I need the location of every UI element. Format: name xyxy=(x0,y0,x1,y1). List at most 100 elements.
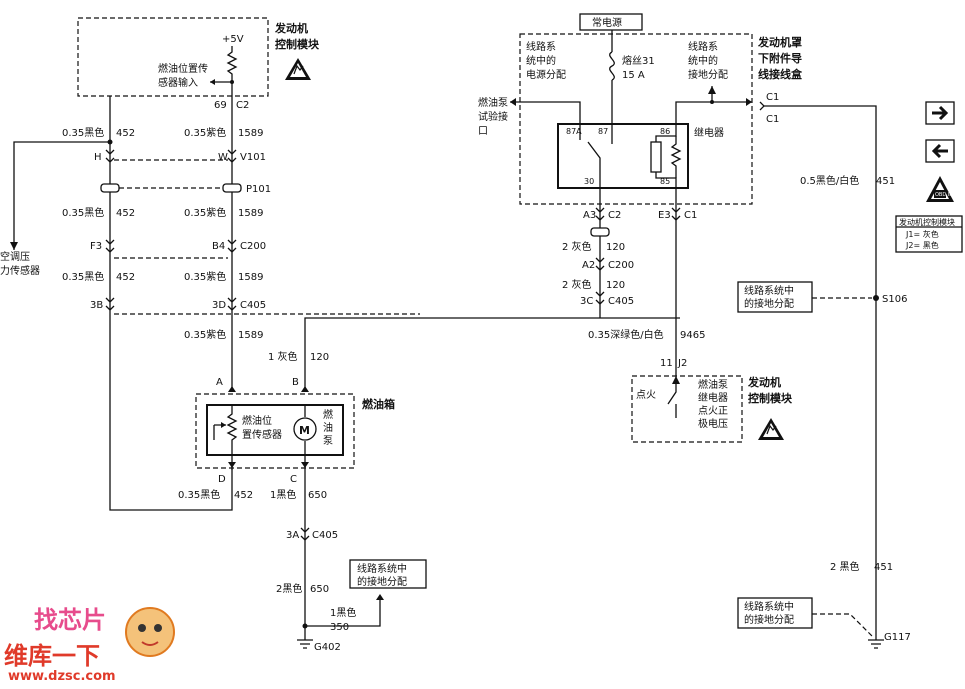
conn-v101: V101 xyxy=(240,152,266,163)
ground-g402-icon xyxy=(297,639,313,649)
ac-sensor-1: 空调压 xyxy=(0,250,30,263)
power-dist-1: 线路系 xyxy=(526,40,556,53)
pump-label-2: 油 xyxy=(323,421,333,434)
legend-j2: J2= 黑色 xyxy=(905,240,939,250)
legend-title: 发动机控制模块 xyxy=(899,217,955,227)
ground-wire-num: 650 xyxy=(310,584,329,595)
ground-note-right-1 xyxy=(737,281,813,313)
prev-page-arrow-icon[interactable] xyxy=(925,139,955,163)
w4-num: 1589 xyxy=(238,208,263,219)
w5-num: 452 xyxy=(116,272,135,283)
sensor-label-2: 置传感器 xyxy=(242,428,282,441)
motor-label: M xyxy=(299,424,310,437)
tank-module xyxy=(206,404,344,456)
site-watermark-logo: 找芯片 维库一下 www.dzsc.com xyxy=(4,606,175,684)
conn-c405-ground: C405 xyxy=(312,530,338,541)
term-30: 30 xyxy=(584,177,594,186)
w2-gauge: 0.35紫色 xyxy=(184,126,226,139)
ac-sensor-2: 力传感器 xyxy=(0,264,40,277)
term-87: 87 xyxy=(598,127,608,136)
power-dist-3: 电源分配 xyxy=(526,68,566,81)
fuel-tank-box xyxy=(195,393,355,469)
ground-g117-icon xyxy=(868,639,884,649)
term-87a: 87A xyxy=(566,127,582,136)
c1-top: C1 xyxy=(766,92,779,103)
mid-w3-gauge: 0.35深绿色/白色 xyxy=(588,328,664,341)
branch-num: 350 xyxy=(330,622,349,633)
ecm-top-box xyxy=(77,17,269,97)
fuel-level-sensor xyxy=(226,405,238,455)
next-page-arrow-icon[interactable] xyxy=(925,101,955,125)
fuse-block-title-3: 线接线盒 xyxy=(758,67,803,81)
conn-j2: J2 xyxy=(677,358,687,369)
ecm-top-title-1: 发动机 xyxy=(274,21,308,35)
power-dist-2: 统中的 xyxy=(526,54,556,67)
right-w1-num: 451 xyxy=(876,176,895,187)
pin-69: 69 xyxy=(214,100,227,111)
ecm-relay-1: 燃油泵 xyxy=(698,378,728,391)
relay-switch xyxy=(587,141,601,176)
pin-3d: 3D xyxy=(212,300,226,311)
pump-motor-icon xyxy=(293,417,317,441)
fuse-name: 熔丝31 xyxy=(622,54,655,67)
pin-a3: A3 xyxy=(583,210,596,221)
ground-note-left xyxy=(349,559,427,589)
pin-3b: 3B xyxy=(90,300,103,311)
legend-j1: J1= 灰色 xyxy=(905,229,939,239)
ecm-driver-switch xyxy=(667,384,677,418)
ground-g117: G117 xyxy=(884,632,911,643)
ground-dist-1: 线路系 xyxy=(688,40,718,53)
term-86: 86 xyxy=(660,127,670,136)
gray-num: 120 xyxy=(310,352,329,363)
ground-note-left-2: 的接地分配 xyxy=(357,575,407,588)
fuse-31-icon xyxy=(609,51,615,81)
w6-num: 1589 xyxy=(238,272,263,283)
fuse-rating: 15 A xyxy=(622,70,645,81)
w1-num: 452 xyxy=(116,128,135,139)
sensor-label-1: 燃油位 xyxy=(242,414,272,427)
battery-power: 常电源 xyxy=(592,16,622,29)
watermark-site-2: www.dzsc.com xyxy=(8,669,116,684)
conn-c200-mid: C200 xyxy=(608,260,634,271)
watermark-site-1: 维库一下 xyxy=(4,642,100,670)
relay-coil-icon xyxy=(650,141,662,173)
ground-note-right-2 xyxy=(737,597,813,629)
relay-label: 继电器 xyxy=(694,126,724,139)
c1-bottom: C1 xyxy=(766,114,779,125)
pin-c: C xyxy=(290,474,297,485)
w4-gauge: 0.35紫色 xyxy=(184,206,226,219)
w2-num: 1589 xyxy=(238,128,263,139)
pump-label-3: 泵 xyxy=(323,435,333,447)
w5-gauge: 0.35黑色 xyxy=(62,270,104,283)
ecm-bottom-title-2: 控制模块 xyxy=(748,391,793,405)
branch-gauge: 1黑色 xyxy=(330,606,356,619)
pin-3a: 3A xyxy=(286,530,299,541)
c-gauge: 1黑色 xyxy=(270,488,296,501)
conn-p101: P101 xyxy=(246,184,271,195)
pin-f3: F3 xyxy=(90,241,102,252)
pump-label-1: 燃 xyxy=(323,408,333,421)
pin-d: D xyxy=(218,474,226,485)
c-num: 650 xyxy=(308,490,327,501)
pin-h: H xyxy=(94,152,102,163)
pin-3c: 3C xyxy=(580,296,593,307)
plus-5v-label: +5V xyxy=(222,34,244,45)
ecm-relay-4: 极电压 xyxy=(698,417,728,430)
w1-gauge: 0.35黑色 xyxy=(62,126,104,139)
ac-sensor-branch xyxy=(13,141,110,250)
sensor-input-2: 感器输入 xyxy=(158,76,198,89)
legend-box xyxy=(895,215,963,253)
conn-c200-left: C200 xyxy=(240,241,266,252)
conn-c2-mid: C2 xyxy=(608,210,621,221)
conn-c405-left: C405 xyxy=(240,300,266,311)
fuel-tank-title: 燃油箱 xyxy=(361,397,395,411)
battery-power-box xyxy=(579,13,643,31)
test-port-3: 口 xyxy=(478,126,488,137)
note1-line2: 的接地分配 xyxy=(744,297,794,310)
wire-120-tank xyxy=(304,317,680,392)
pin-e3: E3 xyxy=(658,210,671,221)
d-num: 452 xyxy=(234,490,253,501)
note2-line2: 的接地分配 xyxy=(744,613,794,626)
esd-warning-icon xyxy=(758,418,784,440)
